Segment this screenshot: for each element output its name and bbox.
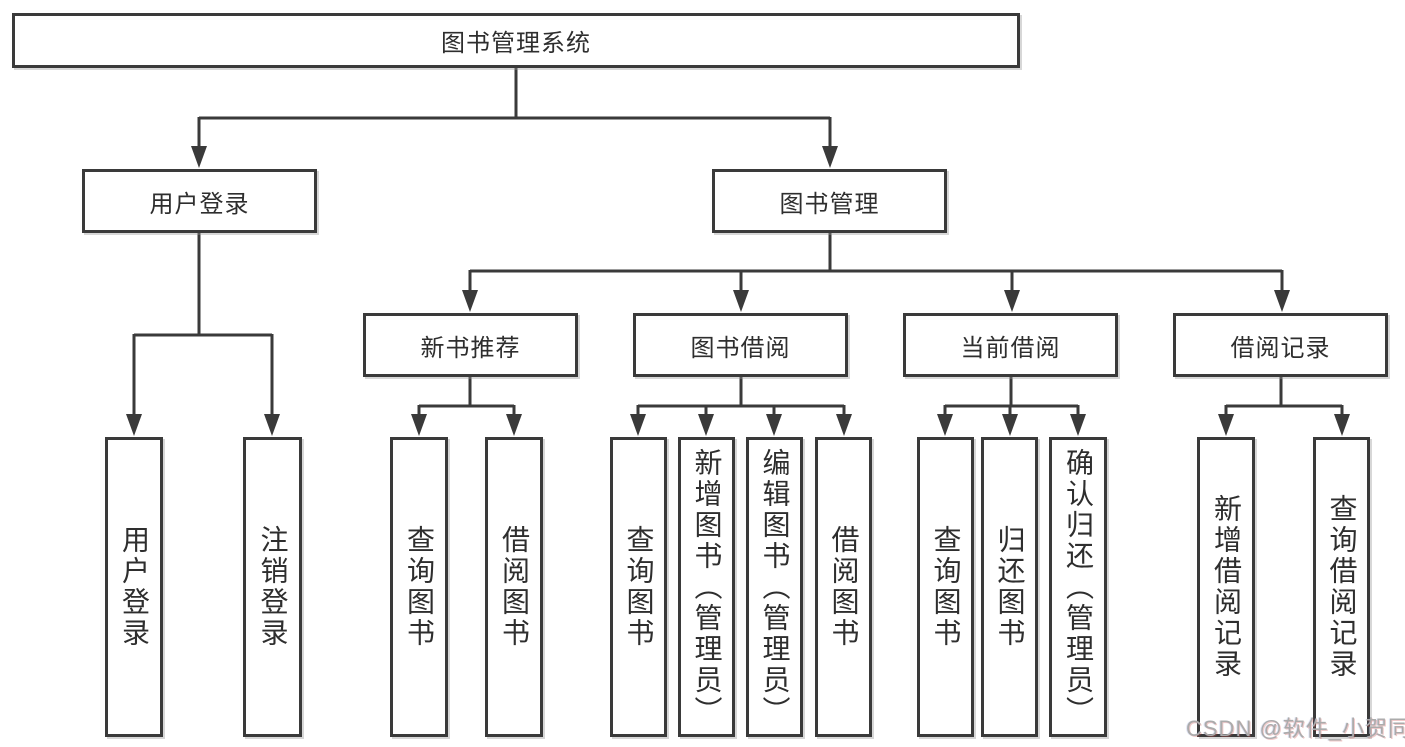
leaf-query-borrow-record: 查询借阅记录 [1313, 437, 1370, 737]
leaf-query-books-recommend-label: 查询图书 [404, 525, 435, 649]
node-book-borrowing: 图书借阅 [633, 313, 848, 377]
node-root-label: 图书管理系统 [441, 30, 591, 57]
leaf-borrow-books-borrowing: 借阅图书 [815, 437, 872, 737]
leaf-confirm-return-admin: 确认归还（管理员） [1049, 437, 1107, 737]
leaf-borrow-books-borrowing-label: 借阅图书 [828, 525, 860, 649]
leaf-return-book-label: 归还图书 [994, 525, 1026, 649]
leaf-logout: 注销登录 [243, 437, 302, 737]
leaf-query-books-recommend: 查询图书 [390, 437, 448, 737]
leaf-query-books-borrowing: 查询图书 [610, 437, 667, 737]
node-user-login: 用户登录 [82, 169, 317, 233]
leaf-query-books-current-label: 查询图书 [930, 525, 962, 649]
leaf-add-book-admin: 新增图书（管理员） [678, 437, 735, 737]
node-borrowing-records: 借阅记录 [1173, 313, 1388, 377]
node-new-book-recommendation-label: 新书推荐 [420, 334, 521, 362]
node-current-borrowing: 当前借阅 [903, 313, 1118, 377]
leaf-logout-label: 注销登录 [257, 525, 289, 649]
leaf-borrow-books-recommend: 借阅图书 [485, 437, 543, 737]
leaf-add-borrow-record-label: 新增借阅记录 [1211, 494, 1242, 680]
node-book-management: 图书管理 [712, 169, 947, 233]
node-book-borrowing-label: 图书借阅 [690, 334, 791, 362]
node-user-login-label: 用户登录 [149, 190, 250, 218]
leaf-user-login: 用户登录 [105, 437, 163, 737]
leaf-user-login-label: 用户登录 [119, 525, 150, 649]
leaf-query-books-borrowing-label: 查询图书 [623, 525, 655, 649]
csdn-watermark: CSDN @软件_小贺同学 [1186, 716, 1405, 741]
leaf-borrow-books-recommend-label: 借阅图书 [499, 525, 530, 649]
leaf-edit-book-admin-label: 编辑图书（管理员） [759, 447, 791, 727]
leaf-return-book: 归还图书 [981, 437, 1038, 737]
leaf-add-borrow-record: 新增借阅记录 [1197, 437, 1255, 737]
node-book-management-label: 图书管理 [779, 190, 880, 218]
leaf-query-borrow-record-label: 查询借阅记录 [1326, 494, 1358, 680]
leaf-edit-book-admin: 编辑图书（管理员） [746, 437, 803, 737]
node-borrowing-records-label: 借阅记录 [1230, 334, 1331, 362]
leaf-add-book-admin-label: 新增图书（管理员） [691, 447, 723, 727]
node-new-book-recommendation: 新书推荐 [363, 313, 578, 377]
node-current-borrowing-label: 当前借阅 [960, 334, 1061, 362]
leaf-query-books-current: 查询图书 [917, 437, 974, 737]
node-root: 图书管理系统 [12, 13, 1020, 68]
leaf-confirm-return-admin-label: 确认归还（管理员） [1063, 447, 1094, 727]
